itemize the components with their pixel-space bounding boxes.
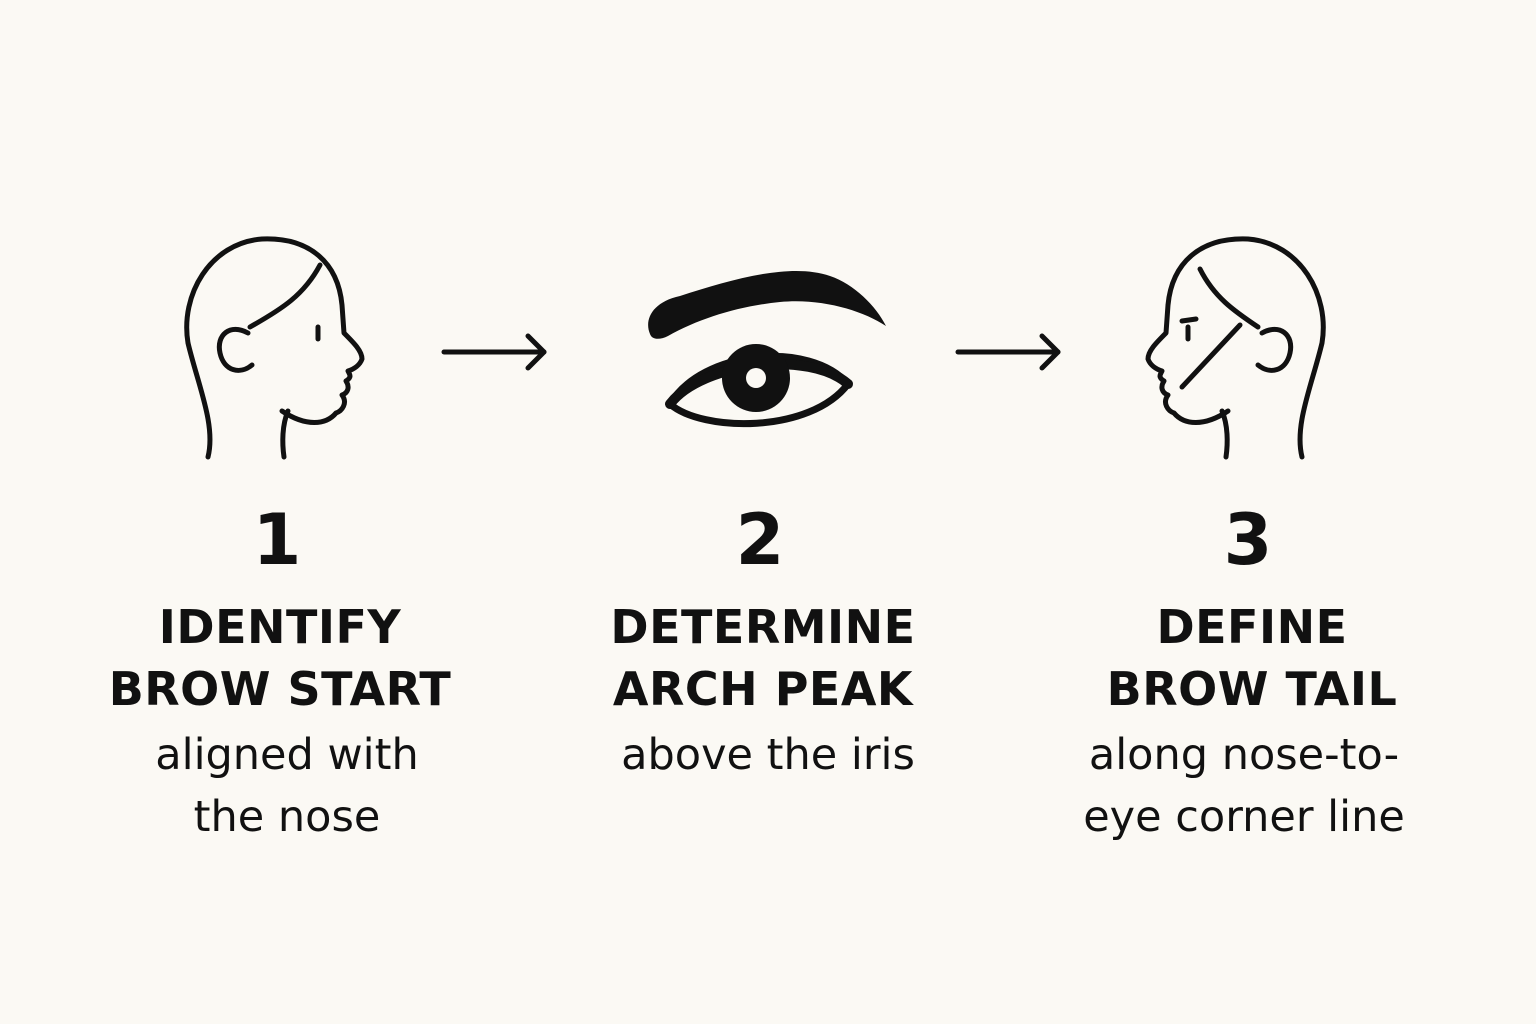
step-1-title-line-2: BROW START: [108, 662, 452, 716]
step-2-number: 2: [735, 499, 785, 581]
head-profile-left-guideline-icon: [1145, 236, 1326, 460]
step-1-title: IDENTIFY BROW START: [80, 596, 480, 720]
step-2-title: DETERMINE ARCH PEAK: [563, 596, 963, 720]
step-2-title-line-1: DETERMINE: [610, 600, 916, 654]
step-3-number: 3: [1223, 499, 1273, 581]
step-1-description: aligned with the nose: [87, 724, 487, 848]
arrow-right-icon: [441, 333, 547, 371]
step-3-title: DEFINE BROW TAIL: [1052, 596, 1452, 720]
step-1-description-line-2: the nose: [193, 792, 381, 842]
step-3-description: along nose-to- eye corner line: [1044, 724, 1444, 848]
step-1-description-line-1: aligned with: [155, 730, 419, 780]
step-2-description-line-1: above the iris: [621, 730, 915, 780]
head-profile-right-icon: [184, 236, 365, 460]
step-1-number: 1: [252, 499, 302, 581]
step-1-title-line-1: IDENTIFY: [158, 600, 402, 654]
arrow-right-icon: [955, 333, 1061, 371]
step-3-description-line-1: along nose-to-: [1088, 730, 1400, 780]
eye-with-brow-icon: [648, 270, 886, 428]
step-3-description-line-2: eye corner line: [1083, 792, 1405, 842]
step-3-title-line-1: DEFINE: [1156, 600, 1348, 654]
step-2-title-line-2: ARCH PEAK: [612, 662, 914, 716]
step-3-title-line-2: BROW TAIL: [1106, 662, 1398, 716]
step-2-description: above the iris: [568, 724, 968, 786]
